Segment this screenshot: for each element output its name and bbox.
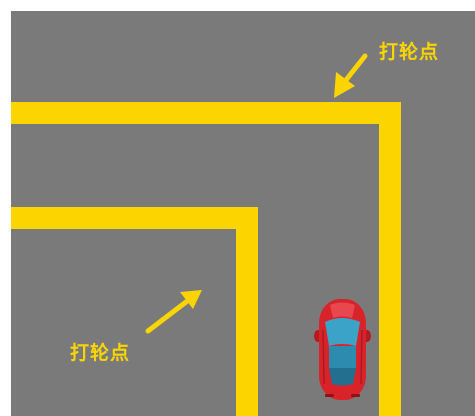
arrow-up-right-icon	[148, 290, 202, 331]
arrow-down-left-icon	[334, 56, 365, 98]
turning-point-label-bottom: 打轮点	[70, 338, 130, 365]
turning-point-label-top: 打轮点	[379, 37, 439, 64]
car-icon	[314, 299, 371, 400]
